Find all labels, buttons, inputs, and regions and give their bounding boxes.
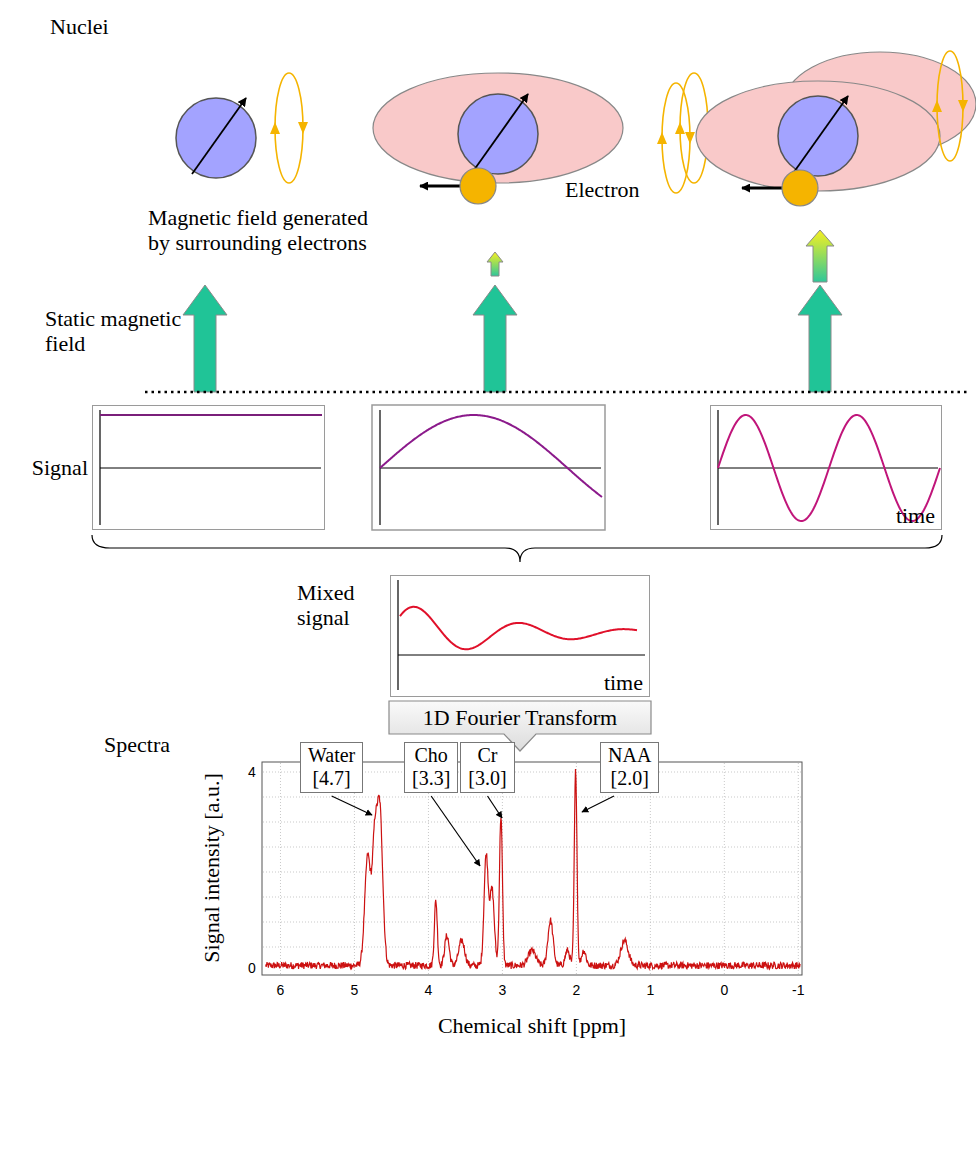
axis-tick: 3 — [499, 982, 507, 998]
mixed-signal-curve — [400, 607, 637, 649]
peak-label-box: Water[4.7] — [300, 742, 363, 793]
signal-baseline — [398, 655, 645, 656]
spectrum-line — [266, 769, 800, 969]
spin-arrow — [794, 96, 848, 172]
annotation: Static magnetic field — [45, 306, 185, 357]
node-text: [2.0] — [608, 767, 651, 790]
node-heading: 1D Fourier Transform — [388, 705, 652, 730]
orbit-arrowhead — [958, 100, 968, 112]
grid-line — [263, 822, 801, 823]
orbit-arrowhead — [675, 122, 685, 134]
peak-label-box: Cr[3.0] — [460, 742, 514, 793]
annotation: Magnetic field generated by surrounding … — [148, 205, 393, 256]
node-heading: Mixed signal — [297, 580, 377, 631]
orbit-arrowhead — [685, 132, 695, 144]
signal-curve — [100, 414, 322, 416]
orbit-arrowhead — [657, 132, 667, 144]
electron-field-arrow — [487, 252, 503, 276]
axis-tick: -1 — [792, 982, 804, 998]
chart-frame — [262, 762, 802, 975]
grid-line — [263, 847, 801, 848]
electron-cloud — [696, 81, 940, 191]
signal-panel: Signal — [92, 405, 325, 530]
node-heading: Cr — [468, 744, 506, 767]
electron-orbit — [275, 73, 303, 183]
axis-title: Chemical shift [ppm] — [438, 1013, 626, 1038]
nucleus — [176, 98, 256, 178]
grid-line — [263, 922, 801, 923]
field-boundary-line — [145, 391, 970, 394]
spin-arrow — [474, 94, 528, 170]
signal-plots — [92, 405, 942, 690]
grid-line — [354, 763, 355, 974]
signal-panel — [372, 405, 605, 530]
peak-label-box: NAA[2.0] — [600, 742, 659, 793]
nucleus — [458, 94, 538, 174]
node-text: [3.3] — [412, 767, 450, 790]
signal-panel: time — [710, 405, 942, 530]
leader-arrow — [582, 796, 614, 812]
electron-orbit — [662, 83, 690, 193]
axis-tick: 4 — [425, 982, 433, 998]
part-label: Electron — [565, 177, 640, 202]
node-heading: Cho — [412, 744, 450, 767]
leader-arrow — [332, 796, 372, 815]
spectrum-chart — [262, 762, 802, 975]
grid-line — [263, 797, 801, 798]
node-text: time — [604, 670, 643, 695]
static-field-arrow — [798, 285, 842, 392]
spin-arrow — [192, 98, 246, 174]
node-text: [4.7] — [308, 767, 355, 790]
electron-motion-arrow — [420, 185, 464, 188]
orbit-arrowhead — [932, 100, 942, 112]
signal-curve — [380, 415, 602, 497]
axis-tick: 2 — [572, 982, 580, 998]
leader-arrow — [487, 796, 502, 818]
grid-line — [263, 897, 801, 898]
title-label: Nuclei — [50, 14, 109, 39]
orbit-arrowhead — [298, 122, 308, 134]
grid-line — [724, 763, 725, 974]
node-heading: NAA — [608, 744, 651, 767]
nuclei-illustration — [145, 51, 976, 392]
axis-tick: 0 — [720, 982, 728, 998]
section-label: Spectra — [104, 732, 170, 757]
axis-tick: 1 — [646, 982, 654, 998]
grid-line — [798, 763, 799, 974]
electron-orbit — [937, 51, 963, 161]
node-heading: time — [896, 503, 935, 528]
brace — [92, 535, 942, 562]
grid-line — [263, 872, 801, 873]
leader-arrow — [431, 796, 480, 866]
leader-arrows — [332, 796, 614, 866]
electron — [460, 168, 496, 204]
orbit-arrowhead — [270, 122, 280, 134]
axis-tick: 4 — [248, 764, 256, 780]
signal-baseline — [100, 468, 321, 469]
mixed-signal-panel: Mixed signaltime — [390, 575, 650, 697]
electron — [782, 170, 818, 206]
grid-line — [650, 763, 651, 974]
electron-cloud — [373, 73, 623, 183]
signal-axis — [397, 580, 398, 690]
static-field-arrow — [473, 285, 517, 392]
nucleus — [778, 96, 858, 176]
node-heading: Signal — [32, 455, 88, 480]
static-field-arrow — [183, 285, 227, 392]
node-text: [3.0] — [468, 767, 506, 790]
axis-tick: 0 — [248, 960, 256, 976]
electron-motion-arrow — [742, 187, 786, 190]
peak-label-box: Cho[3.3] — [404, 742, 458, 793]
grid-line — [280, 763, 281, 974]
axis-tick: 6 — [277, 982, 285, 998]
grid-line — [428, 763, 429, 974]
axis-tick: 5 — [351, 982, 359, 998]
axis-title: Signal intensity [a.u.] — [199, 773, 224, 962]
electron-field-arrow — [806, 230, 834, 282]
node-heading: Water — [308, 744, 355, 767]
